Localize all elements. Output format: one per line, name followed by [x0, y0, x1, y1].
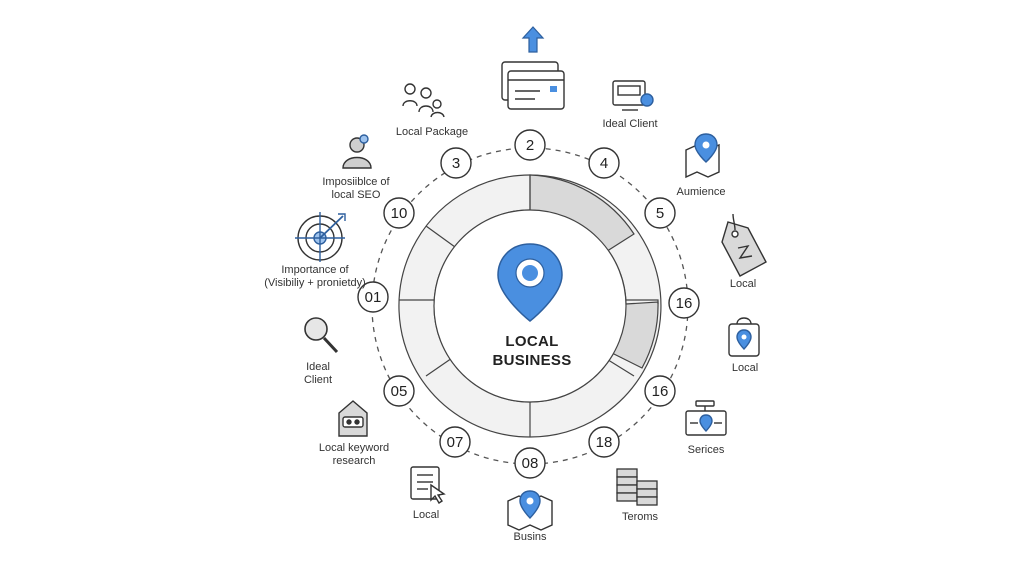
node-6: 08: [514, 447, 546, 479]
stack-icon: [616, 468, 658, 506]
node-label: 01: [365, 289, 382, 306]
cards-icon: [501, 61, 565, 110]
node-circle: [644, 197, 676, 229]
segment-bracket: [626, 299, 659, 304]
node-8: 05: [383, 375, 415, 407]
node-label: 2: [526, 137, 534, 154]
label-importance-line1: Importance of: [281, 264, 349, 276]
target-icon: [295, 212, 346, 262]
node-9: 01: [357, 281, 389, 313]
node-circle: [514, 129, 546, 161]
label-impossible-line1: Imposiiblce of: [322, 176, 390, 188]
center-title: LOCAL BUSINESS: [432, 332, 632, 370]
map-pin-icon: [685, 133, 720, 179]
node-circle: [383, 197, 415, 229]
node-circle: [644, 375, 676, 407]
node-circle: [514, 447, 546, 479]
node-circle: [357, 281, 389, 313]
label-local-keyword-line2: research: [332, 455, 376, 467]
document-cursor-icon: [410, 466, 446, 504]
label-importance: Importance of (Visibiliy + pronietdy): [250, 264, 380, 290]
bag-pin-icon: [728, 317, 760, 357]
node-4: 16: [644, 375, 676, 407]
center-pin-icon: [497, 243, 563, 322]
node-2: 5: [644, 197, 676, 229]
label-teroms: Teroms: [621, 511, 659, 523]
label-local-tag: Local: [729, 278, 757, 290]
node-label: 3: [452, 155, 460, 172]
label-local-bag: Local: [731, 362, 759, 374]
label-ideal-client-left-line1: Ideal: [306, 361, 330, 373]
label-serices: Serices: [687, 444, 725, 456]
label-ideal-client-top: Ideal Client: [602, 118, 658, 130]
node-circle: [440, 147, 472, 179]
label-impossible-line2: local SEO: [331, 189, 381, 201]
user-icon: [342, 134, 372, 169]
center-title-line2: BUSINESS: [492, 352, 572, 369]
node-label: 16: [652, 383, 669, 400]
node-11: 3: [440, 147, 472, 179]
node-7: 07: [439, 426, 471, 458]
label-local-doc: Local: [412, 509, 440, 521]
upload-arrow-icon: [521, 26, 545, 53]
label-local-keyword-line1: Local keyword: [318, 442, 390, 454]
node-circle: [588, 426, 620, 458]
node-circle: [668, 287, 700, 319]
price-tag-icon: [721, 213, 767, 277]
node-circle: [383, 375, 415, 407]
label-local-keyword: Local keyword research: [306, 442, 402, 468]
house-robot-icon: [338, 400, 368, 437]
label-ideal-client-left: Ideal Client: [296, 361, 340, 387]
node-circle: [588, 147, 620, 179]
node-0: 2: [514, 129, 546, 161]
magnifier-icon: [304, 317, 339, 354]
node-label: 08: [522, 455, 539, 472]
node-circle: [439, 426, 471, 458]
node-5: 18: [588, 426, 620, 458]
label-importance-line2: (Visibiliy + pronietdy): [264, 277, 366, 289]
node-3: 16: [668, 287, 700, 319]
node-10: 10: [383, 197, 415, 229]
node-label: 16: [676, 295, 693, 312]
node-label: 10: [391, 205, 408, 222]
node-label: 4: [600, 155, 608, 172]
label-ideal-client-left-line2: Client: [303, 374, 333, 386]
numbered-nodes: 2 4 5 16 16 18 08 07 05 01 10 3: [357, 129, 700, 479]
node-label: 18: [596, 434, 613, 451]
node-label: 5: [656, 205, 664, 222]
label-impossible: Imposiiblce of local SEO: [300, 176, 412, 202]
center-title-line1: LOCAL: [505, 333, 559, 350]
monitor-badge-icon: [612, 80, 654, 111]
label-local-package: Local Package: [395, 126, 469, 138]
segment-dividers: [399, 175, 635, 437]
node-label: 07: [447, 434, 464, 451]
node-label: 05: [391, 383, 408, 400]
label-aumience: Aumience: [676, 186, 726, 198]
label-business: Busins: [513, 531, 547, 543]
people-group-icon: [402, 83, 445, 118]
sign-pin-icon: [685, 400, 727, 436]
node-1: 4: [588, 147, 620, 179]
map-icon: [507, 490, 553, 531]
